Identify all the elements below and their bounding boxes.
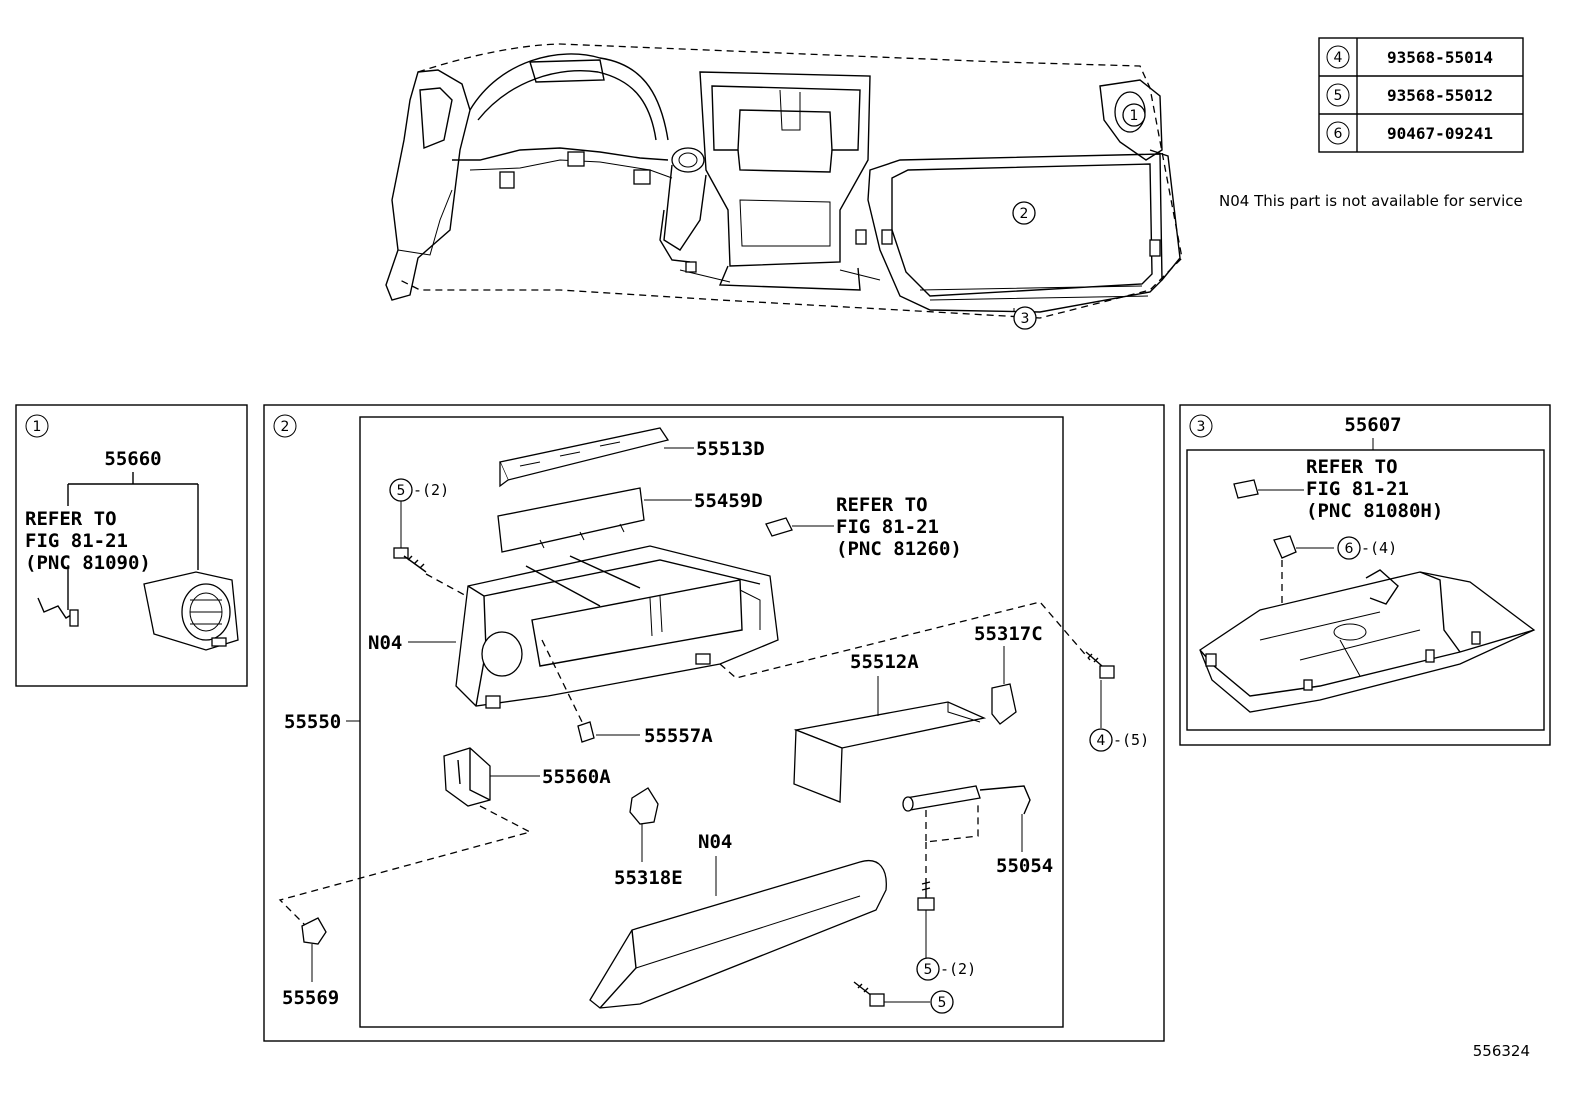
clip-part bbox=[301, 917, 327, 945]
clip-part bbox=[765, 517, 793, 537]
svg-text:93568-55012: 93568-55012 bbox=[1387, 86, 1493, 105]
svg-text:5: 5 bbox=[924, 962, 933, 978]
glove-box-housing bbox=[455, 545, 779, 709]
refer-text: FIG 81-21 bbox=[1306, 478, 1409, 500]
service-note: N04 This part is not available for servi… bbox=[1219, 192, 1523, 210]
svg-text:4: 4 bbox=[1334, 50, 1343, 66]
n04-bottom-label[interactable]: N04 bbox=[698, 831, 732, 853]
parts-table-row[interactable]: 4 93568-55014 bbox=[1326, 45, 1493, 69]
part-55560a-shape bbox=[443, 747, 491, 807]
part-55317c-label[interactable]: 55317C bbox=[974, 623, 1043, 645]
refer-text: (PNC 81090) bbox=[25, 552, 151, 574]
panel-3: 3 bbox=[1179, 404, 1551, 746]
part-55513d-shape bbox=[499, 427, 670, 488]
refer-text: REFER TO bbox=[1306, 456, 1398, 478]
svg-text:5: 5 bbox=[1334, 88, 1343, 104]
clip-part bbox=[629, 787, 659, 825]
part-55318e-label[interactable]: 55318E bbox=[614, 867, 683, 889]
part-55513d-label[interactable]: 55513D bbox=[696, 438, 765, 460]
svg-text:5: 5 bbox=[397, 483, 406, 499]
callout-5[interactable]: 5 -(2) bbox=[916, 957, 976, 981]
svg-text:1: 1 bbox=[1130, 108, 1139, 124]
callout-6[interactable]: 6 -(4) bbox=[1337, 536, 1397, 560]
callout-2[interactable]: 2 bbox=[1012, 201, 1036, 225]
part-55560a-label[interactable]: 55560A bbox=[542, 766, 611, 788]
part-55459d-shape bbox=[497, 487, 645, 553]
svg-text:-(4): -(4) bbox=[1361, 539, 1397, 557]
refer-text: REFER TO bbox=[836, 494, 928, 516]
screw-part bbox=[1085, 651, 1115, 679]
svg-text:5: 5 bbox=[938, 995, 947, 1011]
callout-5[interactable]: 5 -(2) bbox=[389, 478, 449, 502]
svg-text:93568-55014: 93568-55014 bbox=[1387, 48, 1493, 67]
part-55459d-label[interactable]: 55459D bbox=[694, 490, 763, 512]
panel-1: 1 bbox=[15, 404, 248, 687]
part-55607-label[interactable]: 55607 bbox=[1344, 414, 1401, 436]
n04-top-label[interactable]: N04 bbox=[368, 632, 402, 654]
clip-part bbox=[577, 721, 595, 743]
svg-text:-(2): -(2) bbox=[413, 481, 449, 499]
callout-5[interactable]: 5 bbox=[930, 990, 954, 1014]
leader-lines bbox=[67, 472, 199, 610]
svg-text:90467-09241: 90467-09241 bbox=[1387, 124, 1493, 143]
svg-text:2: 2 bbox=[281, 419, 290, 435]
part-55054-label[interactable]: 55054 bbox=[996, 855, 1053, 877]
panel-cover-shape bbox=[1199, 569, 1536, 713]
svg-text:2: 2 bbox=[1020, 206, 1029, 222]
part-55054-shape bbox=[902, 785, 1031, 815]
clip-part bbox=[991, 683, 1017, 725]
glove-box-door bbox=[589, 860, 887, 1009]
figure-id: 556324 bbox=[1473, 1042, 1530, 1060]
part-55557a-label[interactable]: 55557A bbox=[644, 725, 713, 747]
callout-3[interactable]: 3 bbox=[1013, 306, 1037, 330]
parts-table-row[interactable]: 5 93568-55012 bbox=[1326, 83, 1493, 107]
panel-2: 2 bbox=[263, 404, 1165, 1042]
part-55512a-label[interactable]: 55512A bbox=[850, 651, 919, 673]
svg-text:3: 3 bbox=[1021, 311, 1030, 327]
svg-text:6: 6 bbox=[1345, 541, 1354, 557]
parts-table-row[interactable]: 6 90467-09241 bbox=[1326, 121, 1493, 145]
screw-part bbox=[393, 547, 427, 573]
refer-text: FIG 81-21 bbox=[836, 516, 939, 538]
part-55569-label[interactable]: 55569 bbox=[282, 987, 339, 1009]
side-vent-part bbox=[143, 571, 239, 651]
screw-part bbox=[853, 981, 885, 1007]
parts-table bbox=[1318, 37, 1524, 153]
svg-text:4: 4 bbox=[1097, 733, 1106, 749]
svg-text:1: 1 bbox=[33, 419, 42, 435]
callout-4[interactable]: 4 -(5) bbox=[1089, 728, 1149, 752]
refer-text: (PNC 81080H) bbox=[1306, 500, 1443, 522]
refer-text: FIG 81-21 bbox=[25, 530, 128, 552]
refer-text: (PNC 81260) bbox=[836, 538, 962, 560]
part-55660-label[interactable]: 55660 bbox=[104, 448, 161, 470]
svg-text:6: 6 bbox=[1334, 126, 1343, 142]
callout-1[interactable]: 1 bbox=[1122, 103, 1146, 127]
part-55512a-shape bbox=[793, 701, 987, 803]
screw-part bbox=[917, 878, 935, 911]
svg-text:3: 3 bbox=[1197, 419, 1206, 435]
instrument-panel-illustration bbox=[385, 43, 1183, 319]
clip-part bbox=[1273, 535, 1297, 559]
svg-text:-(5): -(5) bbox=[1113, 731, 1149, 749]
wire-clip-part bbox=[37, 597, 79, 627]
svg-text:-(2): -(2) bbox=[940, 960, 976, 978]
part-55550-label[interactable]: 55550 bbox=[284, 711, 341, 733]
clip-part bbox=[1233, 479, 1259, 499]
refer-text: REFER TO bbox=[25, 508, 117, 530]
